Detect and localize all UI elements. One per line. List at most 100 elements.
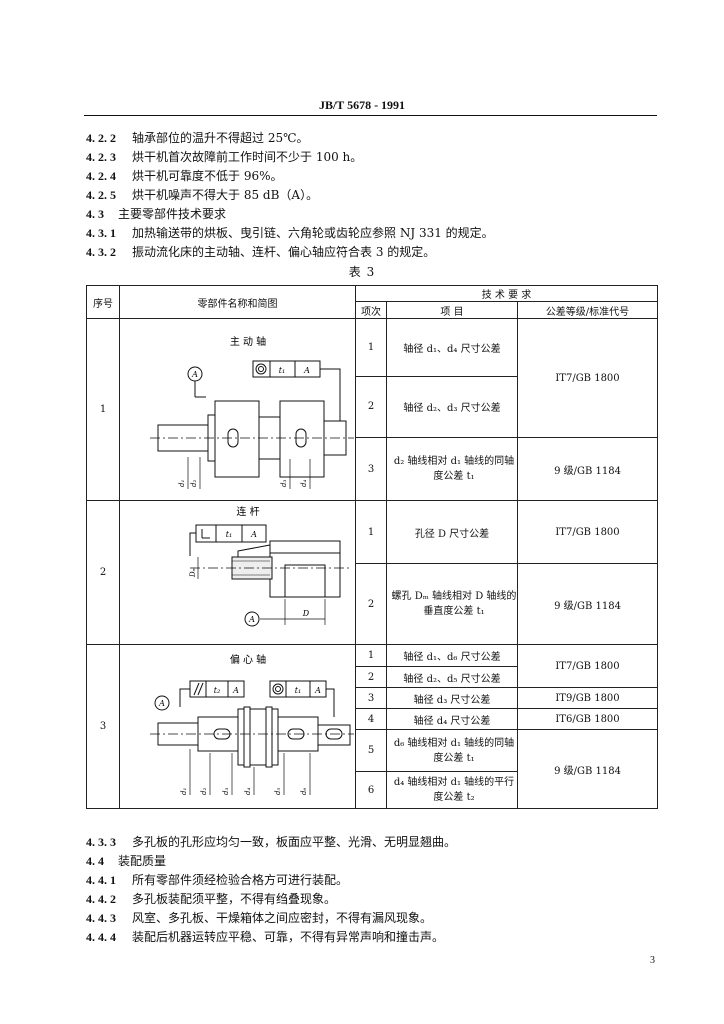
clause-number: 4. 2. 5 xyxy=(86,188,116,202)
row1-item1-no: 1 xyxy=(355,318,387,377)
clause-4-3: 4. 3 主要零部件技术要求 xyxy=(86,206,226,222)
row2-grade1: IT7/GB 1800 xyxy=(516,499,659,565)
dim-label: d₂ xyxy=(200,788,208,795)
datum-ref: A xyxy=(314,686,321,695)
row3-item5-text: d₆ 轴线相对 d₁ 轴线的同轴度公差 t₁ xyxy=(386,729,518,772)
parallelism-icon xyxy=(193,682,200,696)
row1-drawing: 主 动 轴 t₁ A A xyxy=(119,318,356,501)
header-part: 零部件名称和简图 xyxy=(119,285,356,319)
clause-text: 烘干机可靠度不低于 96%。 xyxy=(132,169,283,183)
clause-4-4-2: 4. 4. 2 多孔板装配须平整，不得有绉叠现象。 xyxy=(86,891,336,907)
datum-circle xyxy=(244,611,260,627)
row1-item3-no: 3 xyxy=(355,437,387,501)
row2-item1-no: 1 xyxy=(355,499,387,565)
coaxiality-icon xyxy=(255,363,267,375)
dim-label: d₅ xyxy=(274,788,282,795)
row3-item4-no: 4 xyxy=(355,708,387,730)
datum-ref: A xyxy=(250,530,257,539)
row1-item2-text: 轴径 d₂、d₃ 尺寸公差 xyxy=(386,375,518,439)
tol-symbol: t₂ xyxy=(214,686,220,695)
header-grade: 公差等级/标准代号 xyxy=(516,301,659,319)
page-header: JB/T 5678 - 1991 xyxy=(318,98,406,112)
shaft-end-left xyxy=(157,424,211,452)
row3-item5-no: 5 xyxy=(355,729,387,772)
clause-4-3-2: 4. 3. 2 振动流化床的主动轴、连杆、偏心轴应符合表 3 的规定。 xyxy=(86,244,435,260)
dim-label: d₂ xyxy=(190,480,198,487)
tol-symbol: t₁ xyxy=(226,530,232,539)
clause-text: 振动流化床的主动轴、连杆、偏心轴应符合表 3 的规定。 xyxy=(132,245,436,259)
row3-drawing: 偏 心 轴 t₂ A t₁ A A xyxy=(119,644,356,809)
clause-number: 4. 2. 2 xyxy=(86,131,116,145)
main-shaft-drawing: 主 动 轴 t₁ A A xyxy=(150,335,354,489)
page-number: 3 xyxy=(650,955,655,966)
clause-4-3-1: 4. 3. 1 加热输送带的烘板、曳引链、六角轮或齿轮应参照 NJ 331 的规定… xyxy=(86,225,494,241)
table-caption: 表 3 xyxy=(348,265,376,279)
clause-number: 4. 4. 2 xyxy=(86,892,116,906)
tol-symbol: t₁ xyxy=(279,366,285,375)
row3-grade2: IT9/GB 1800 xyxy=(516,687,659,709)
row2-item1-text: 孔径 D 尺寸公差 xyxy=(386,499,518,565)
header-rule xyxy=(84,115,657,116)
row3-item6-text: d₄ 轴线相对 d₁ 轴线的平行度公差 t₂ xyxy=(386,771,518,809)
row2-item2-text: 螺孔 Dₘ 轴线相对 D 轴线的垂直度公差 t₁ xyxy=(386,563,518,645)
datum-ref: A xyxy=(303,366,310,375)
datum-label: A xyxy=(191,370,198,379)
dim-label: D xyxy=(302,609,310,618)
clause-number: 4. 4. 3 xyxy=(86,911,116,925)
row3-grade4: 9 级/GB 1184 xyxy=(516,729,659,809)
connecting-rod-drawing: 连 杆 t₁ A xyxy=(189,505,350,627)
clause-text: 多孔板装配须平整，不得有绉叠现象。 xyxy=(132,892,337,906)
header-item: 项 目 xyxy=(386,301,518,319)
dim-label: d₃ xyxy=(280,480,288,487)
clause-number: 4. 4. 1 xyxy=(86,873,116,887)
clause-number: 4. 3. 3 xyxy=(86,835,116,849)
clause-text: 烘干机首次故障前工作时间不少于 100 h。 xyxy=(132,150,363,164)
clause-4-4-3: 4. 4. 3 风室、多孔板、干燥箱体之间应密封，不得有漏风现象。 xyxy=(86,910,432,926)
clause-number: 4. 3. 2 xyxy=(86,245,116,259)
clause-number: 4. 4 xyxy=(86,854,104,868)
clause-4-4: 4. 4 装配质量 xyxy=(86,853,166,869)
row1-item1-text: 轴径 d₁、d₄ 尺寸公差 xyxy=(386,318,518,377)
dim-label: d₃ xyxy=(222,788,230,795)
clause-text: 装配质量 xyxy=(118,854,167,868)
dim-label: d₄ xyxy=(244,788,252,795)
dim-label: d₄ xyxy=(300,480,308,487)
header-seq: 序号 xyxy=(86,285,120,319)
datum-label: A xyxy=(248,615,255,624)
clause-number: 4. 3. 1 xyxy=(86,226,116,240)
eccentric-shaft-drawing: 偏 心 轴 t₂ A t₁ A A xyxy=(150,653,354,795)
dim-label: Dₘ xyxy=(189,567,197,578)
row1-grade2: 9 级/GB 1184 xyxy=(516,437,659,501)
dim-label: d₁ xyxy=(180,788,188,795)
header-item-no: 项次 xyxy=(355,301,387,319)
row2-item2-no: 2 xyxy=(355,563,387,645)
drawing-title: 主 动 轴 xyxy=(230,335,266,348)
dim-label: d₁ xyxy=(178,480,186,487)
clause-text: 加热输送带的烘板、曳引链、六角轮或齿轮应参照 NJ 331 的规定。 xyxy=(132,226,494,240)
coaxiality-icon xyxy=(272,683,284,695)
clause-text: 主要零部件技术要求 xyxy=(118,207,227,221)
clause-number: 4. 4. 4 xyxy=(86,930,116,944)
row3-item3-text: 轴径 d₃ 尺寸公差 xyxy=(386,687,518,709)
clause-text: 装配后机器运转应平稳、可靠，不得有异常声响和撞击声。 xyxy=(132,930,445,944)
row1-item3-text: d₂ 轴线相对 d₁ 轴线的同轴度公差 t₁ xyxy=(386,437,518,501)
clause-number: 4. 3 xyxy=(86,207,104,221)
row3-item4-text: 轴径 d₄ 尺寸公差 xyxy=(386,708,518,730)
row3-grade3: IT6/GB 1800 xyxy=(516,708,659,730)
row1-seq: 1 xyxy=(86,318,120,501)
row3-seq: 3 xyxy=(86,644,120,809)
table-3: 序号 零部件名称和简图 技 术 要 求 项次 项 目 公差等级/标准代号 1 主… xyxy=(86,285,659,809)
row2-drawing: 连 杆 t₁ A xyxy=(119,500,356,645)
row2-seq: 2 xyxy=(86,500,120,645)
clause-text: 风室、多孔板、干燥箱体之间应密封，不得有漏风现象。 xyxy=(132,911,433,925)
header-tech: 技 术 要 求 xyxy=(354,285,659,302)
tol-symbol: t₁ xyxy=(295,686,301,695)
row3-item2-no: 2 xyxy=(355,666,387,688)
datum-circle xyxy=(154,695,170,711)
row3-item1-no: 1 xyxy=(355,644,387,667)
